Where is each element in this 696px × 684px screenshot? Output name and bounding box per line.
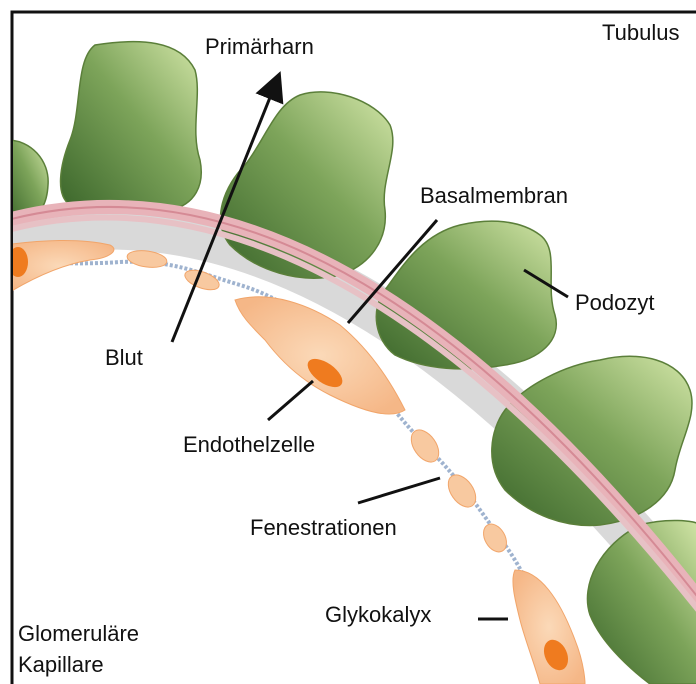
label-fenestrationen: Fenestrationen xyxy=(250,515,397,540)
label-basalmembran: Basalmembran xyxy=(420,183,568,208)
podocyte-2 xyxy=(61,42,202,212)
fenestrationen-pointer xyxy=(358,478,440,503)
label-tubulus: Tubulus xyxy=(602,20,679,45)
endothel-cell-bottom xyxy=(513,570,585,684)
label-glykokalyx: Glykokalyx xyxy=(325,602,431,627)
endothelzelle-pointer xyxy=(268,381,313,420)
podocyte-5 xyxy=(492,356,692,525)
podocyte-4 xyxy=(376,221,556,369)
label-primaerharn: Primärharn xyxy=(205,34,314,59)
label-glomerulaere-line1: Glomeruläre xyxy=(18,621,139,646)
label-endothelzelle: Endothelzelle xyxy=(183,432,315,457)
label-blut: Blut xyxy=(105,345,143,370)
label-glomerulaere-line2: Kapillare xyxy=(18,652,104,677)
label-podozyt: Podozyt xyxy=(575,290,655,315)
fenestration-5 xyxy=(479,520,511,556)
